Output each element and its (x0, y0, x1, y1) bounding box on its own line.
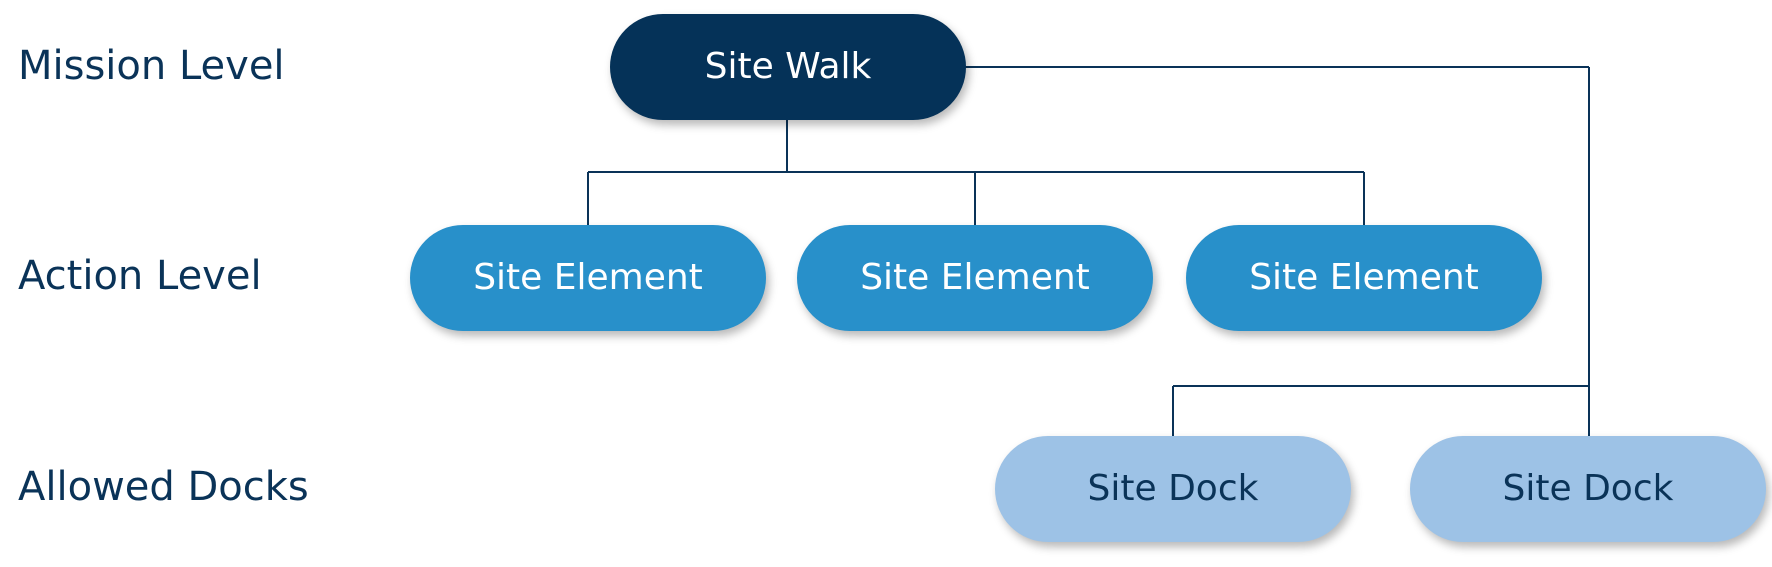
mission-level-label: Mission Level (18, 43, 285, 89)
site-walk-label: Site Walk (704, 46, 872, 87)
site-element-label: Site Element (860, 257, 1090, 298)
site-element-label: Site Element (1249, 257, 1479, 298)
site-element-node: Site Element (797, 225, 1153, 331)
site-dock-node: Site Dock (995, 436, 1351, 542)
site-dock-label: Site Dock (1087, 468, 1259, 509)
site-walk-node: Site Walk (610, 14, 966, 120)
site-dock-label: Site Dock (1502, 468, 1674, 509)
site-element-label: Site Element (473, 257, 703, 298)
site-element-node: Site Element (1186, 225, 1542, 331)
action-level-label: Action Level (18, 253, 262, 299)
allowed-docks-label: Allowed Docks (18, 464, 309, 510)
site-dock-node: Site Dock (1410, 436, 1766, 542)
site-element-node: Site Element (410, 225, 766, 331)
